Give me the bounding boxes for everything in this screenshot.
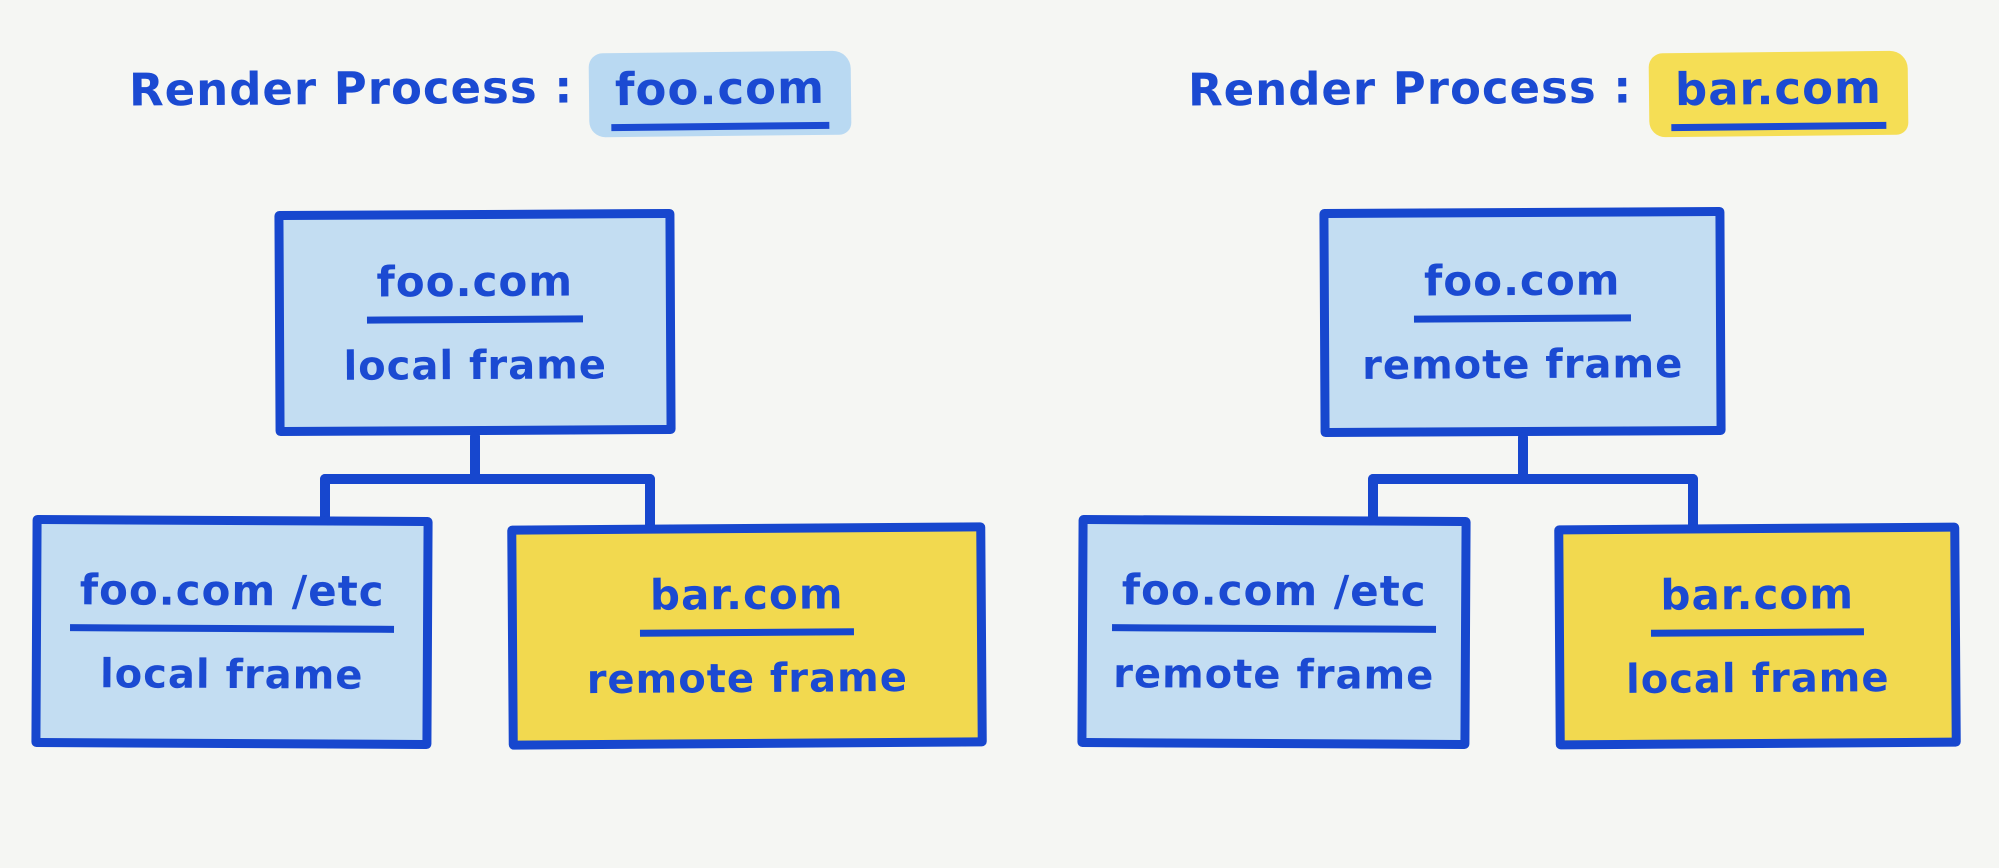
frame-node-child-right: bar.com local frame	[1554, 522, 1961, 750]
frame-domain: foo.com	[366, 255, 584, 324]
process-title: Render Process : foo.com	[0, 50, 990, 138]
render-process-panel-bar: Render Process : bar.com foo.com remote …	[1020, 0, 1999, 868]
process-title-domain: foo.com	[610, 60, 830, 132]
process-title-domain-highlight: foo.com	[588, 50, 852, 138]
frame-node-root: foo.com remote frame	[1319, 206, 1726, 438]
frame-kind: local frame	[343, 341, 608, 390]
connector-drop-right	[645, 474, 655, 532]
connector-bar	[320, 474, 655, 484]
frame-domain: foo.com /etc	[1111, 565, 1437, 633]
frame-kind: remote frame	[586, 654, 909, 704]
connector-drop-right	[1688, 474, 1698, 532]
connector-stem	[1517, 432, 1528, 484]
process-title-domain: bar.com	[1670, 60, 1886, 132]
frame-domain: bar.com	[1650, 569, 1865, 637]
frame-node-child-left: foo.com /etc local frame	[31, 514, 433, 750]
frame-node-root: foo.com local frame	[274, 208, 676, 437]
frame-domain: foo.com /etc	[69, 565, 395, 633]
frame-node-child-right: bar.com remote frame	[507, 522, 987, 750]
frame-kind: remote frame	[1362, 341, 1684, 389]
connector-stem	[470, 431, 480, 483]
frame-kind: local frame	[99, 651, 364, 699]
connector-drop-left	[320, 474, 330, 524]
frame-node-child-left: foo.com /etc remote frame	[1077, 514, 1471, 750]
connector-drop-left	[1368, 474, 1378, 524]
frame-kind: local frame	[1625, 655, 1890, 703]
connector-bar	[1368, 474, 1698, 484]
process-title: Render Process : bar.com	[1048, 50, 1999, 138]
process-title-label: Render Process :	[128, 60, 574, 117]
frame-domain: foo.com	[1413, 255, 1631, 323]
frame-kind: remote frame	[1113, 651, 1435, 699]
render-process-panel-foo: Render Process : foo.com foo.com local f…	[0, 50, 990, 750]
process-title-label: Render Process :	[1188, 60, 1633, 117]
frame-domain: bar.com	[639, 569, 854, 637]
process-title-domain-highlight: bar.com	[1648, 50, 1909, 138]
